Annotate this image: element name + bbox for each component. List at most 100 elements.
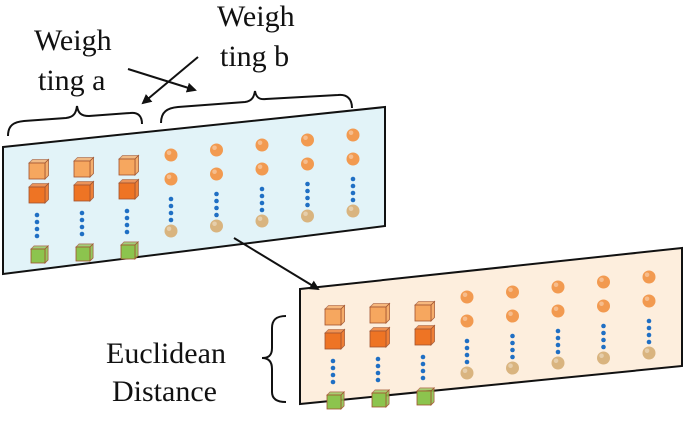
feature-sphere-last-shine [599, 353, 604, 358]
feature-sphere-last [210, 219, 223, 233]
feature-cube-green [326, 394, 342, 410]
ellipsis-vertical-dot [350, 197, 356, 203]
feature-sphere [506, 285, 519, 299]
feature-sphere-shine [212, 169, 217, 175]
feature-sphere [460, 314, 474, 328]
feature-sphere [642, 294, 656, 308]
arrow-panel-to-panel [233, 237, 320, 291]
ellipsis-vertical-dot [124, 215, 130, 221]
feature-sphere-shine [462, 292, 468, 297]
feature-sphere-last [506, 361, 519, 375]
ellipsis-vertical-dot [420, 375, 426, 381]
feature-sphere [346, 128, 360, 142]
feature-cube-light-side [44, 158, 49, 180]
ellipsis-vertical-dot [79, 231, 85, 237]
weighting-a-bracket [7, 105, 143, 137]
feature-sphere [210, 167, 223, 181]
feature-cube-light [28, 162, 46, 180]
ellipsis-vertical-dot [375, 356, 381, 362]
feature-cube-green [416, 390, 432, 406]
feature-sphere-shine [508, 311, 513, 316]
weighting-a-label-line1: Weigh [34, 24, 112, 57]
arrow-to-weighting-a [141, 56, 199, 105]
euclidean-distance-brace [261, 315, 287, 403]
ellipsis-vertical-dot [375, 363, 381, 369]
feature-sphere [551, 280, 565, 294]
ellipsis-vertical-dot [34, 212, 40, 218]
feature-sphere [506, 309, 519, 323]
ellipsis-vertical-dot [305, 188, 310, 194]
ellipsis-vertical-dot [510, 333, 515, 339]
feature-sphere [210, 143, 223, 157]
weighting-b-label-line2: ting b [220, 40, 290, 73]
ellipsis-vertical-dot [124, 208, 130, 214]
feature-sphere-shine [212, 145, 217, 151]
top-feature-panel [1, 105, 386, 276]
feature-cube-dark-side [89, 180, 94, 202]
ellipsis-vertical-dot [646, 339, 652, 345]
ellipsis-vertical-dot [214, 205, 219, 211]
ellipsis-vertical-dot [214, 191, 219, 197]
ellipsis-vertical-dot [79, 217, 85, 223]
feature-sphere [164, 148, 178, 162]
feature-sphere-shine [257, 140, 263, 146]
feature-sphere-last-shine [166, 226, 172, 232]
ellipsis-vertical-dot [34, 226, 40, 232]
ellipsis-vertical-dot [464, 352, 470, 358]
ellipsis-vertical-dot [168, 203, 174, 209]
feature-cube-green-side [134, 240, 139, 260]
feature-sphere-shine [166, 150, 172, 156]
ellipsis-vertical-dot [79, 210, 85, 216]
ellipsis-vertical-dot [601, 337, 606, 343]
feature-sphere-last [460, 366, 474, 380]
feature-sphere-shine [462, 316, 468, 321]
feature-sphere [255, 138, 269, 152]
ellipsis-vertical-dot [259, 200, 265, 206]
ellipsis-vertical-dot [510, 354, 515, 360]
ellipsis-vertical-dot [646, 318, 652, 324]
feature-sphere [255, 162, 269, 176]
bottom-panel-content [324, 270, 656, 410]
ellipsis-vertical-dot [646, 325, 652, 331]
feature-sphere [642, 270, 656, 284]
feature-sphere-last-shine [644, 348, 650, 353]
feature-cube-light [73, 160, 91, 178]
euclidean-label-line1: Euclidean [106, 337, 226, 370]
feature-cube-green [75, 246, 91, 262]
ellipsis-vertical-dot [555, 335, 561, 341]
feature-sphere [301, 133, 314, 147]
arrow-to-weighting-b [127, 68, 197, 93]
ellipsis-vertical-dot [375, 377, 381, 383]
ellipsis-vertical-dot [168, 196, 174, 202]
ellipsis-vertical-dot [259, 186, 265, 192]
weighting-b-bracket [160, 90, 353, 124]
ellipsis-vertical-dot [350, 190, 356, 196]
feature-cube-dark [118, 182, 136, 200]
top-panel-content [28, 128, 360, 264]
feature-sphere [301, 157, 314, 171]
ellipsis-vertical-dot [259, 207, 265, 213]
feature-sphere-shine [644, 272, 650, 277]
ellipsis-vertical-dot [124, 222, 130, 228]
feature-sphere-last [346, 204, 360, 218]
feature-cube-light-side [430, 300, 435, 322]
feature-sphere-shine [303, 159, 308, 165]
ellipsis-vertical-dot [601, 344, 606, 350]
feature-cube-dark [369, 330, 387, 348]
ellipsis-vertical-dot [464, 338, 470, 344]
feature-sphere-last-shine [553, 358, 559, 363]
feature-cube-light-side [385, 302, 390, 324]
ellipsis-vertical-dot [555, 328, 561, 334]
ellipsis-vertical-dot [420, 361, 426, 367]
ellipsis-vertical-dot [259, 193, 265, 199]
ellipsis-vertical-dot [464, 359, 470, 365]
feature-sphere-last-shine [462, 368, 468, 373]
feature-sphere-last-shine [212, 221, 217, 227]
feature-sphere-last [597, 351, 610, 365]
feature-sphere-shine [508, 287, 513, 292]
ellipsis-vertical-dot [214, 198, 219, 204]
feature-sphere-shine [166, 174, 172, 180]
ellipsis-vertical-dot [79, 224, 85, 230]
feature-sphere-shine [553, 282, 559, 287]
